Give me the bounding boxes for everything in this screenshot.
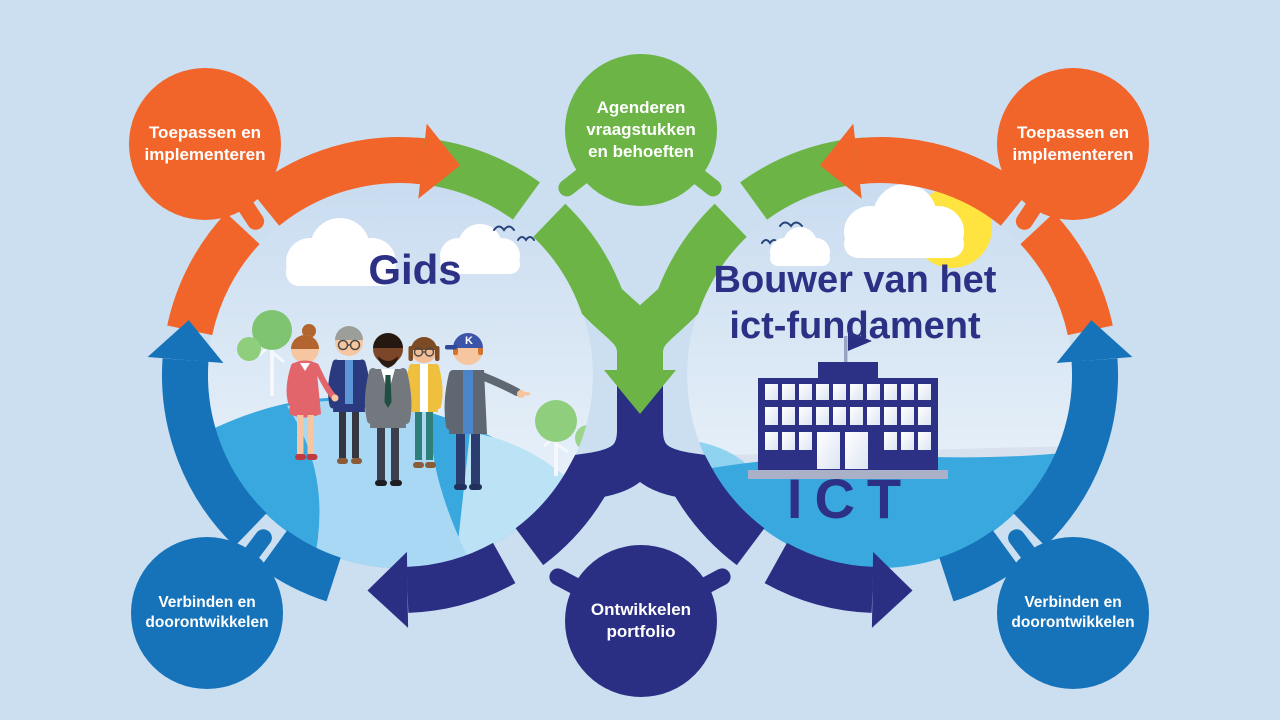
satellite-top-right: Toepassen en implementeren	[997, 68, 1149, 220]
right-circle-title: Bouwer van het ict-fundament	[695, 258, 1015, 349]
satellite-top-left: Toepassen en implementeren	[129, 68, 281, 220]
blue-arrow-icon	[147, 320, 224, 363]
satellite-label-line: Verbinden en	[1024, 593, 1122, 611]
flagpole	[844, 336, 848, 366]
cap-letter: K	[465, 335, 473, 347]
glasses-icon	[413, 347, 435, 357]
satellite-label-line: Verbinden en	[158, 593, 256, 611]
left-circle-title: Gids	[368, 246, 462, 293]
tree	[237, 310, 292, 396]
building	[748, 331, 948, 479]
person-man-cap: K	[444, 333, 530, 490]
cloud	[286, 218, 396, 286]
satellite-label-line: doorontwikkelen	[145, 614, 269, 631]
satellite-bottom-left: Verbinden en doorontwikkelen	[131, 537, 283, 689]
satellite-bottom-center: Ontwikkelen portfolio	[565, 545, 717, 697]
satellite-label-line: vraagstukken	[586, 119, 696, 139]
left-cycle-scene: K	[207, 182, 593, 568]
people-group: K	[286, 324, 530, 490]
blue-arc	[147, 320, 342, 602]
ict-label: ICT	[786, 467, 914, 530]
satellite-label-line: Agenderen	[596, 97, 686, 117]
orange-arrow-icon	[418, 123, 460, 199]
cloud	[770, 227, 830, 266]
satellite-label-line: portfolio	[606, 622, 676, 641]
orange-arc	[167, 123, 460, 336]
right-cycle-scene	[687, 182, 1073, 568]
green-arrow-icon	[604, 370, 676, 414]
satellite-label-line: Ontwikkelen	[590, 599, 692, 619]
cap-icon	[453, 333, 483, 348]
satellite-label-line: implementeren	[1012, 145, 1134, 164]
building-windows	[765, 384, 931, 469]
satellite-bottom-right: Verbinden en doorontwikkelen	[997, 537, 1149, 689]
satellite-top-center: Agenderen vraagstukken en behoeften	[565, 54, 717, 206]
cloud	[440, 224, 520, 274]
satellite-label-line: implementeren	[144, 145, 266, 164]
glasses-icon	[337, 339, 361, 351]
satellite-label-line: Toepassen en	[1016, 122, 1130, 142]
satellite-label-line: Toepassen en	[148, 122, 262, 142]
right-title-line2: ict-fundament	[729, 304, 981, 347]
building-base	[748, 470, 948, 479]
person-man-grey	[328, 326, 370, 464]
satellite-label-line: doorontwikkelen	[1011, 614, 1135, 631]
flag-icon	[848, 331, 872, 351]
right-title-line1: Bouwer van het	[713, 259, 997, 301]
person-woman-red	[286, 324, 339, 460]
navy-arrow-icon	[367, 551, 409, 628]
satellite-label-line: en behoeften	[588, 142, 694, 162]
cloud	[844, 184, 964, 258]
person-man-suit	[364, 333, 412, 486]
